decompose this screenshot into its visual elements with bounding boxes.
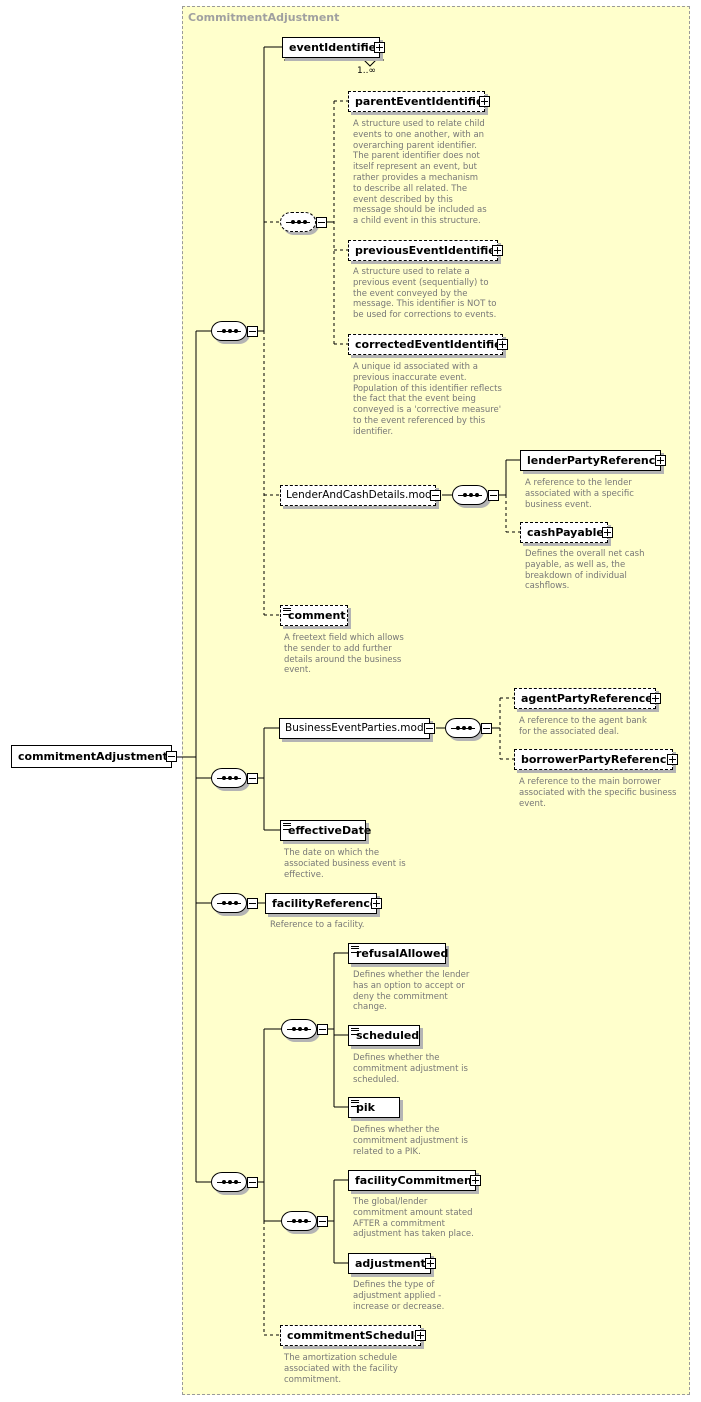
element-effectiveDate[interactable]: effectiveDate (280, 820, 371, 841)
element-documentation: The amortization schedule associated wit… (284, 1353, 398, 1385)
collapse-icon[interactable] (166, 751, 177, 762)
element-correctedEventIdentifier[interactable]: correctedEventIdentifier (348, 334, 508, 355)
expand-icon[interactable] (415, 1330, 426, 1341)
expand-icon[interactable] (602, 527, 613, 538)
element-adjustment[interactable]: adjustment (348, 1253, 436, 1274)
element-label: effectiveDate (288, 824, 372, 837)
collapse-icon[interactable] (316, 217, 327, 228)
simple-type-icon (283, 823, 291, 830)
element-documentation: A freetext field which allows the sender… (284, 633, 404, 676)
optional-sequence-compositor[interactable] (280, 212, 327, 232)
simple-type-icon (283, 608, 291, 615)
element-pik[interactable]: pik (348, 1097, 400, 1118)
collapse-icon[interactable] (317, 1216, 328, 1227)
element-previousEventIdentifier[interactable]: previousEventIdentifier (348, 240, 503, 261)
expand-icon[interactable] (492, 245, 503, 256)
sequence-compositor[interactable] (281, 1019, 328, 1039)
sequence-compositor[interactable] (211, 321, 258, 341)
element-documentation: Defines the type of adjustment applied -… (353, 1280, 445, 1312)
element-label: facilityCommitment (355, 1174, 478, 1187)
sequence-compositor[interactable] (211, 893, 258, 913)
cardinality-label: 1..∞ (357, 66, 376, 76)
element-label: eventIdentifier (289, 41, 382, 54)
collapse-icon[interactable] (481, 723, 492, 734)
element-documentation: The global/lender commitment amount stat… (353, 1197, 474, 1240)
element-facilityReference[interactable]: facilityReference (265, 893, 382, 914)
sequence-compositor[interactable] (445, 718, 492, 738)
root-element-label: commitmentAdjustment (18, 750, 168, 763)
element-label: correctedEventIdentifier (355, 338, 508, 351)
element-label: borrowerPartyReference (521, 753, 674, 766)
expand-icon[interactable] (374, 42, 385, 53)
element-label: facilityReference (272, 897, 378, 910)
group-label: LenderAndCashDetails.model (286, 489, 442, 501)
element-documentation: Defines whether the commitment adjustmen… (353, 1125, 468, 1157)
sequence-compositor[interactable] (452, 485, 499, 505)
element-parentEventIdentifier[interactable]: parentEventIdentifier (348, 91, 490, 112)
element-facilityCommitment[interactable]: facilityCommitment (348, 1170, 481, 1191)
expand-icon[interactable] (667, 754, 678, 765)
element-agentPartyReference[interactable]: agentPartyReference (514, 688, 661, 709)
expand-icon[interactable] (650, 693, 661, 704)
element-documentation: A reference to the main borrower associa… (519, 777, 677, 809)
collapse-icon[interactable] (247, 773, 258, 784)
complex-type-title: CommitmentAdjustment (188, 11, 340, 24)
element-label: agentPartyReference (521, 692, 653, 705)
collapse-icon[interactable] (424, 723, 435, 734)
collapse-icon[interactable] (247, 326, 258, 337)
element-borrowerPartyReference[interactable]: borrowerPartyReference (514, 749, 678, 770)
element-label: refusalAllowed (356, 947, 449, 960)
expand-icon[interactable] (479, 96, 490, 107)
element-documentation: Defines whether the commitment adjustmen… (353, 1053, 468, 1085)
sequence-compositor[interactable] (281, 1211, 328, 1231)
root-element[interactable]: commitmentAdjustment (11, 745, 177, 768)
element-label: comment (288, 609, 346, 622)
element-label: pik (356, 1101, 375, 1114)
element-documentation: A unique id associated with a previous i… (353, 362, 502, 437)
element-label: lenderPartyReference (527, 454, 663, 467)
expand-icon[interactable] (470, 1175, 481, 1186)
element-documentation: A reference to the agent bank for the as… (519, 716, 647, 737)
element-eventIdentifier[interactable]: eventIdentifier (282, 37, 385, 58)
simple-type-icon (351, 1028, 359, 1035)
element-documentation: Defines the overall net cash payable, as… (525, 549, 645, 592)
element-documentation: Defines whether the lender has an option… (353, 970, 470, 1013)
element-documentation: The date on which the associated busines… (284, 848, 406, 880)
sequence-compositor[interactable] (211, 1172, 258, 1192)
element-documentation: Reference to a facility. (270, 920, 365, 930)
element-commitmentSchedule[interactable]: commitmentSchedule (280, 1325, 426, 1346)
sequence-compositor[interactable] (211, 768, 258, 788)
element-scheduled[interactable]: scheduled (348, 1025, 420, 1046)
element-lenderPartyReference[interactable]: lenderPartyReference (520, 450, 666, 471)
element-label: previousEventIdentifier (355, 244, 502, 257)
element-label: parentEventIdentifier (355, 95, 489, 108)
element-label: cashPayable (527, 526, 604, 539)
element-label: scheduled (356, 1029, 420, 1042)
element-documentation: A reference to the lender associated wit… (525, 478, 634, 510)
expand-icon[interactable] (655, 455, 666, 466)
element-label: commitmentSchedule (287, 1329, 422, 1342)
collapse-icon[interactable] (430, 490, 441, 501)
collapse-icon[interactable] (317, 1024, 328, 1035)
element-label: adjustment (355, 1257, 426, 1270)
group-BusinessEventParties[interactable]: BusinessEventParties.model (279, 718, 435, 739)
expand-icon[interactable] (371, 898, 382, 909)
group-LenderAndCashDetails[interactable]: LenderAndCashDetails.model (280, 485, 441, 506)
element-documentation: A structure used to relate child events … (353, 119, 487, 227)
element-refusalAllowed[interactable]: refusalAllowed (348, 943, 449, 964)
expand-icon[interactable] (425, 1258, 436, 1269)
expand-icon[interactable] (497, 339, 508, 350)
collapse-icon[interactable] (488, 490, 499, 501)
collapse-icon[interactable] (247, 898, 258, 909)
simple-type-icon (351, 946, 359, 953)
element-comment[interactable]: comment (280, 605, 348, 626)
element-documentation: A structure used to relate a previous ev… (353, 267, 497, 321)
collapse-icon[interactable] (247, 1177, 258, 1188)
simple-type-icon (351, 1100, 359, 1107)
element-cashPayable[interactable]: cashPayable (520, 522, 613, 543)
group-label: BusinessEventParties.model (285, 722, 433, 734)
